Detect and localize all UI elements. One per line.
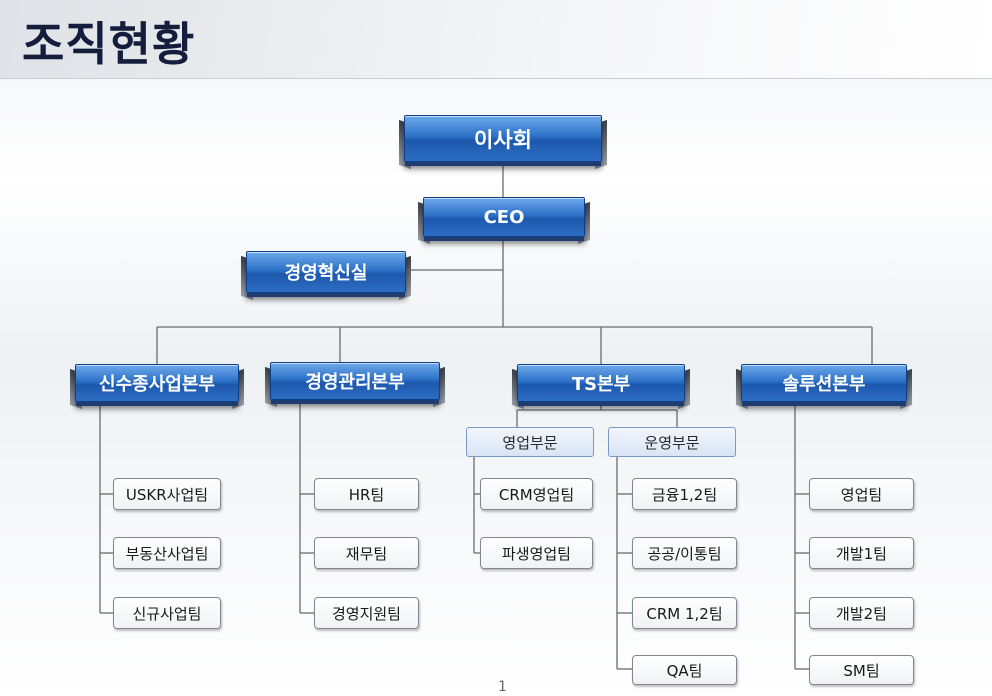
- ceo-box: CEO: [423, 197, 585, 237]
- team-box: 재무팀: [314, 537, 419, 569]
- page-number: 1: [498, 679, 507, 695]
- team-box: 영업팀: [809, 478, 914, 510]
- team-box: 신규사업팀: [113, 597, 221, 629]
- hq-box-solution: 솔루션본부: [741, 364, 907, 402]
- team-box: SM팀: [809, 655, 914, 685]
- team-box: HR팀: [314, 478, 419, 510]
- team-box: CRM영업팀: [480, 478, 593, 510]
- division-box-sales: 영업부문: [466, 427, 594, 457]
- hq-box-new-business: 신수종사업본부: [75, 364, 239, 402]
- team-box: 공공/이통팀: [632, 537, 737, 569]
- header-bar: 조직현황: [0, 0, 992, 79]
- team-box: 금융1,2팀: [632, 478, 737, 510]
- team-box: 부동산사업팀: [113, 537, 221, 569]
- team-box: QA팀: [632, 655, 737, 685]
- team-box: 개발2팀: [809, 597, 914, 629]
- team-box: USKR사업팀: [113, 478, 221, 510]
- team-box: CRM 1,2팀: [632, 597, 737, 629]
- division-box-operations: 운영부문: [608, 427, 736, 457]
- team-box: 경영지원팀: [314, 597, 419, 629]
- team-box: 개발1팀: [809, 537, 914, 569]
- hq-box-management: 경영관리본부: [270, 362, 440, 400]
- team-box: 파생영업팀: [480, 537, 593, 569]
- staff-office-box: 경영혁신실: [246, 251, 406, 293]
- board-box: 이사회: [404, 115, 602, 162]
- hq-box-ts: TS본부: [517, 364, 685, 402]
- page-title: 조직현황: [22, 17, 196, 71]
